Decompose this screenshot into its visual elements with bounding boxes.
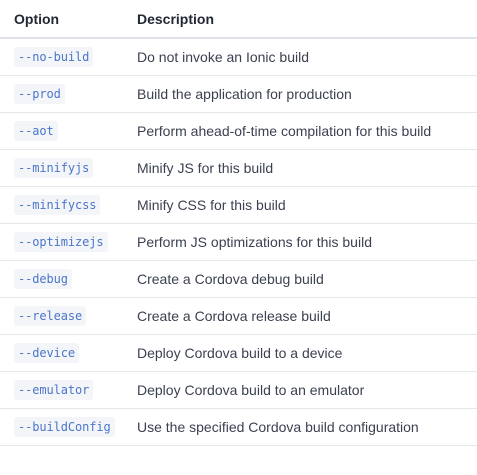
description-cell: Perform ahead-of-time compilation for th… [123, 112, 477, 150]
description-cell: Create a Cordova release build [123, 297, 477, 335]
description-cell: Build the application for production [123, 75, 477, 113]
description-cell: Deploy Cordova build to a device [123, 334, 477, 372]
option-cell: --debug [0, 260, 123, 298]
table-header: Option Description [0, 0, 477, 39]
table-row: --minifycss Minify CSS for this build [0, 186, 477, 224]
table-row: --device Deploy Cordova build to a devic… [0, 334, 477, 372]
option-code: --aot [14, 121, 58, 141]
description-cell: Minify CSS for this build [123, 186, 477, 224]
table-row: --emulator Deploy Cordova build to an em… [0, 371, 477, 409]
table-row: --prod Build the application for product… [0, 75, 477, 113]
table-row: --aot Perform ahead-of-time compilation … [0, 112, 477, 150]
option-cell: --device [0, 334, 123, 372]
option-cell: --aot [0, 112, 123, 150]
description-cell: Minify JS for this build [123, 149, 477, 187]
table-row: --debug Create a Cordova debug build [0, 260, 477, 298]
table-row: --release Create a Cordova release build [0, 297, 477, 335]
option-code: --minifycss [14, 195, 101, 215]
table-row: --optimizejs Perform JS optimizations fo… [0, 223, 477, 261]
option-code: --no-build [14, 47, 94, 67]
option-code: --prod [14, 84, 65, 104]
options-table: Option Description --no-build Do not inv… [0, 0, 477, 446]
option-code: --debug [14, 269, 72, 289]
option-cell: --prod [0, 75, 123, 113]
option-cell: --minifycss [0, 186, 123, 224]
option-cell: --minifyjs [0, 149, 123, 187]
description-cell: Deploy Cordova build to an emulator [123, 371, 477, 409]
table-row: --minifyjs Minify JS for this build [0, 149, 477, 187]
header-option: Option [0, 0, 123, 39]
description-cell: Perform JS optimizations for this build [123, 223, 477, 261]
header-description: Description [123, 0, 477, 39]
option-cell: --no-build [0, 38, 123, 76]
description-cell: Do not invoke an Ionic build [123, 38, 477, 76]
option-cell: --emulator [0, 371, 123, 409]
option-cell: --buildConfig [0, 408, 123, 446]
table-row: --no-build Do not invoke an Ionic build [0, 38, 477, 76]
option-code: --optimizejs [14, 232, 108, 252]
option-code: --device [14, 343, 79, 363]
table-row: --buildConfig Use the specified Cordova … [0, 408, 477, 446]
header-row: Option Description [0, 0, 477, 39]
table-body: --no-build Do not invoke an Ionic build … [0, 38, 477, 446]
description-cell: Create a Cordova debug build [123, 260, 477, 298]
option-code: --emulator [14, 380, 94, 400]
option-code: --release [14, 306, 87, 326]
description-cell: Use the specified Cordova build configur… [123, 408, 477, 446]
option-code: --minifyjs [14, 158, 94, 178]
option-cell: --optimizejs [0, 223, 123, 261]
option-cell: --release [0, 297, 123, 335]
option-code: --buildConfig [14, 417, 115, 437]
